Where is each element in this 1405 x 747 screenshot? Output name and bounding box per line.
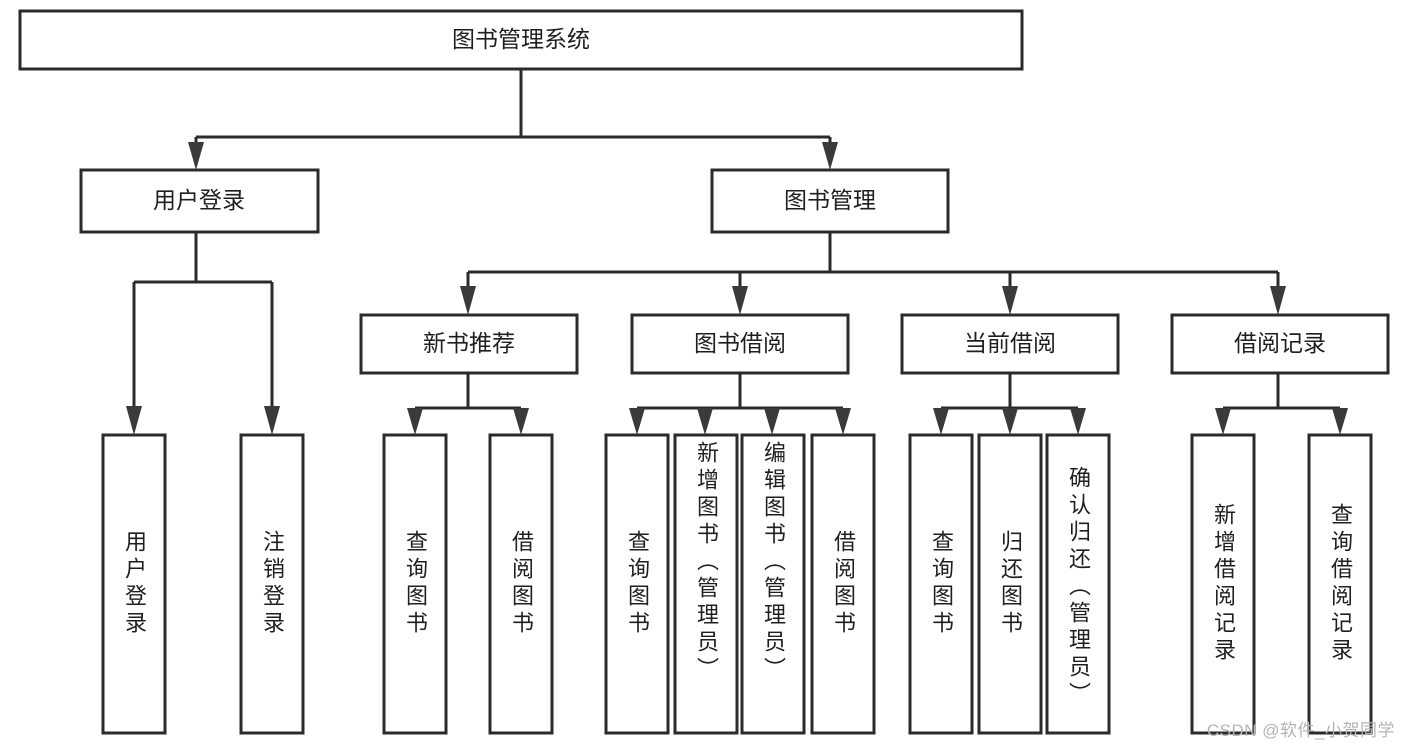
arrow-head-leaf-user-login <box>126 406 142 435</box>
node-current-borrow-box[interactable] <box>900 313 1120 375</box>
arrow-head-book-borrow <box>732 286 748 315</box>
node-leaf-edit-book-box[interactable] <box>740 433 806 735</box>
node-book-manage-box[interactable] <box>710 168 950 234</box>
leaf-box-layer <box>101 433 1373 735</box>
arrow-head-leaf-user-logout <box>264 406 280 435</box>
arrow-head-leaf-query-record <box>1332 408 1348 435</box>
node-book-borrow-box[interactable] <box>630 313 850 375</box>
node-current-borrow-label: 当前借阅 <box>964 330 1056 356</box>
node-leaf-borrow-book-1-box[interactable] <box>488 433 554 735</box>
node-borrow-record-label: 借阅记录 <box>1234 330 1326 356</box>
node-user-login-label: 用户登录 <box>153 187 245 213</box>
node-leaf-query-record-box[interactable] <box>1307 433 1373 735</box>
arrow-head-borrow-record <box>1270 286 1286 315</box>
arrow-head-leaf-query-book-3 <box>933 408 949 435</box>
node-leaf-add-record-box[interactable] <box>1190 433 1256 735</box>
arrow-head-leaf-query-book-1 <box>407 408 423 435</box>
node-leaf-query-book-3-box[interactable] <box>908 433 974 735</box>
node-root-box[interactable] <box>18 9 1024 71</box>
arrow-head-leaf-query-book-2 <box>629 408 645 435</box>
node-book-manage-label: 图书管理 <box>784 187 876 213</box>
node-leaf-user-logout-box[interactable] <box>239 433 305 735</box>
node-current-borrow[interactable]: 当前借阅 <box>900 313 1120 375</box>
arrow-head-leaf-borrow-book-2 <box>835 408 851 435</box>
node-root[interactable]: 图书管理系统 <box>18 9 1024 71</box>
node-leaf-return-book-box[interactable] <box>977 433 1043 735</box>
arrow-head-user-login <box>188 142 204 170</box>
node-book-manage[interactable]: 图书管理 <box>710 168 950 234</box>
node-leaf-user-login-box[interactable] <box>101 433 167 735</box>
node-new-book-recommend-box[interactable] <box>359 313 579 375</box>
arrow-head-leaf-confirm-return <box>1070 408 1086 435</box>
arrow-head-new-book-recommend <box>460 286 476 315</box>
arrow-head-leaf-edit-book <box>764 408 780 435</box>
node-leaf-add-book-box[interactable] <box>673 433 739 735</box>
node-leaf-query-book-1-box[interactable] <box>382 433 448 735</box>
node-user-login[interactable]: 用户登录 <box>79 168 320 234</box>
arrow-head-leaf-add-record <box>1215 408 1231 435</box>
arrow-head-leaf-return-book <box>1002 408 1018 435</box>
node-borrow-record[interactable]: 借阅记录 <box>1170 313 1390 375</box>
node-new-book-recommend-label: 新书推荐 <box>423 330 515 356</box>
arrow-head-leaf-add-book <box>697 408 713 435</box>
node-user-login-box[interactable] <box>79 168 320 234</box>
node-new-book-recommend[interactable]: 新书推荐 <box>359 313 579 375</box>
connector-layer <box>126 69 1348 435</box>
node-leaf-confirm-return-box[interactable] <box>1045 433 1111 735</box>
node-borrow-record-box[interactable] <box>1170 313 1390 375</box>
node-root-label: 图书管理系统 <box>452 26 590 52</box>
arrow-head-leaf-borrow-book-1 <box>513 408 529 435</box>
node-book-borrow-label: 图书借阅 <box>694 330 786 356</box>
node-leaf-query-book-2-box[interactable] <box>604 433 670 735</box>
node-leaf-borrow-book-2-box[interactable] <box>810 433 876 735</box>
arrow-head-current-borrow <box>1002 286 1018 315</box>
arrow-head-book-manage <box>822 142 838 170</box>
node-book-borrow[interactable]: 图书借阅 <box>630 313 850 375</box>
